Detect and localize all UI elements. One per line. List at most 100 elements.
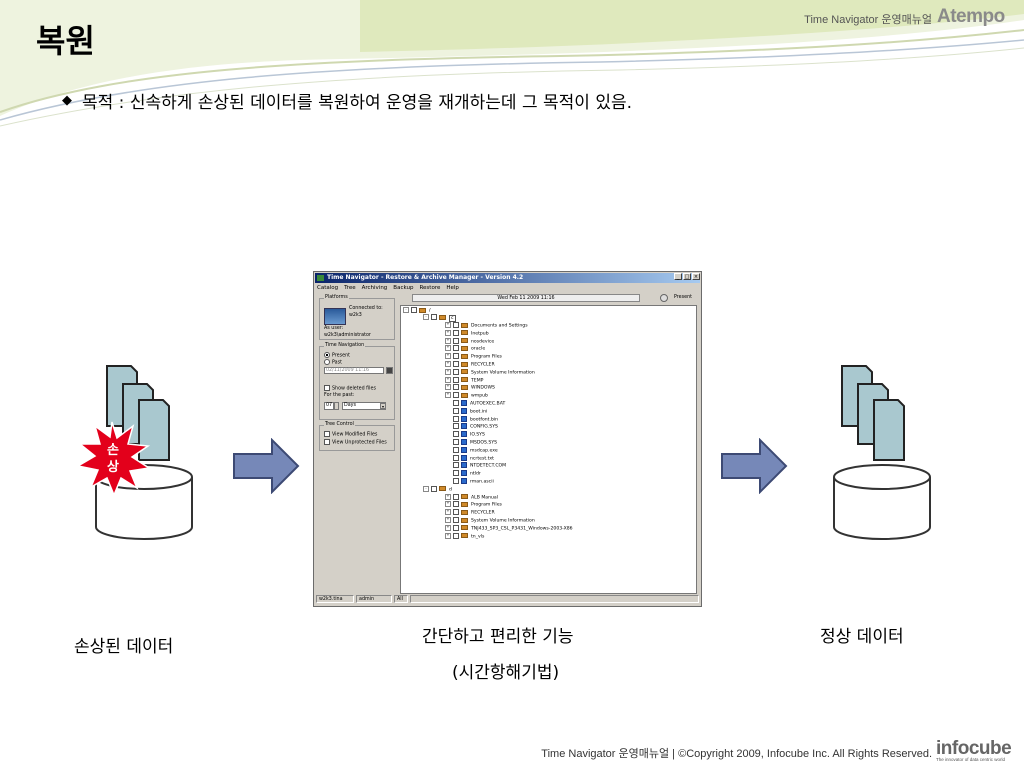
tree-drive-d[interactable]: -d xyxy=(423,485,452,494)
slide-title: 복원 xyxy=(36,22,95,60)
tree-item[interactable]: +RECYCLER xyxy=(445,361,495,368)
diamond-bullet-icon: ◆ xyxy=(62,93,72,108)
past-count-spinner[interactable]: 07 xyxy=(324,402,334,410)
menu-help[interactable]: Help xyxy=(446,285,459,291)
connected-to-label: Connected to: xyxy=(349,306,383,311)
folder-icon xyxy=(461,330,468,336)
feature-caption: 간단하고 편리한 기능 xyxy=(422,627,574,647)
time-navigation-label: Time Navigation xyxy=(324,343,366,348)
maximize-icon[interactable]: □ xyxy=(683,273,691,280)
tree-item[interactable]: +boot.ini xyxy=(445,407,487,416)
tree-item[interactable]: +msdcap.exe xyxy=(445,446,498,455)
status-filter: All xyxy=(394,595,408,603)
folder-icon xyxy=(461,533,468,539)
spinner-arrows-icon[interactable] xyxy=(334,402,339,410)
show-deleted-checkbox[interactable]: Show deleted files xyxy=(324,385,376,393)
tree-item[interactable]: +ntldr xyxy=(445,470,481,478)
chevron-down-icon[interactable]: ▾ xyxy=(380,403,386,409)
tree-item[interactable]: +System Volume Information xyxy=(445,368,535,376)
present-label[interactable]: Present xyxy=(674,295,692,300)
time-navigation-group: Time Navigation Present Past 02/11/2009 … xyxy=(319,343,395,420)
tree-item[interactable]: +CONFIG.SYS xyxy=(445,423,498,431)
file-icon xyxy=(461,470,467,477)
tree-item[interactable]: +Program Files xyxy=(445,501,502,508)
folder-icon xyxy=(461,361,468,367)
right-arrow-icon xyxy=(721,438,788,494)
calendar-icon[interactable] xyxy=(386,367,393,374)
left-control-panel: Platforms Connected to: w2k3 As user: w2… xyxy=(319,294,397,594)
time-navigator-window: Time Navigator - Restore & Archive Manag… xyxy=(313,271,702,607)
folder-icon xyxy=(461,517,468,523)
tree-item[interactable]: +Program Files xyxy=(445,353,502,360)
infocube-logo: infocube xyxy=(936,738,1012,759)
folder-icon xyxy=(461,384,468,390)
right-arrow-icon xyxy=(233,438,300,494)
menu-tree[interactable]: Tree xyxy=(344,285,356,291)
as-user-label: As user: xyxy=(324,326,344,331)
infocube-tagline: The innovator of data centric world xyxy=(936,757,1006,762)
tree-item[interactable]: +Inetpub xyxy=(445,329,489,337)
document-stack-icon xyxy=(841,365,905,461)
tree-item[interactable]: +WINDOWS xyxy=(445,384,495,391)
folder-icon xyxy=(461,345,468,351)
status-host: w2k3.tina xyxy=(316,595,354,603)
tree-item[interactable]: +wmpub xyxy=(445,392,488,399)
tree-control-group: Tree Control View Modified Files View Un… xyxy=(319,422,395,451)
minimize-icon[interactable]: _ xyxy=(674,273,682,280)
menu-catalog[interactable]: Catalog xyxy=(317,285,339,291)
user-name: w2k3\administrator xyxy=(324,333,371,338)
tree-item[interactable]: +Documents and Settings xyxy=(445,322,528,329)
menu-restore[interactable]: Restore xyxy=(419,285,441,291)
tree-item[interactable]: +rman.ascii xyxy=(445,478,494,486)
view-modified-checkbox[interactable]: View Modified Files xyxy=(324,431,377,439)
file-icon xyxy=(461,400,467,406)
tree-item[interactable]: +MSDOS.SYS xyxy=(445,439,497,447)
close-icon[interactable]: × xyxy=(692,273,700,280)
clock-icon[interactable] xyxy=(660,294,668,302)
folder-icon xyxy=(461,338,468,344)
file-icon xyxy=(461,454,467,461)
damaged-data-caption: 손상된 데이터 xyxy=(74,637,174,657)
folder-icon xyxy=(461,525,468,531)
for-the-past-label: For the past: xyxy=(324,393,355,398)
tree-item[interactable]: +bootfont.bin xyxy=(445,415,498,424)
file-icon xyxy=(461,462,467,469)
tree-item[interactable]: +tn_vls xyxy=(445,532,485,540)
platforms-group: Platforms Connected to: w2k3 As user: w2… xyxy=(319,295,395,340)
menu-archiving[interactable]: Archiving xyxy=(361,285,388,291)
past-date-field[interactable]: 02/11/2009 11:16 xyxy=(324,367,384,374)
atempo-logo: Atempo xyxy=(937,6,1005,27)
present-radio[interactable]: Present xyxy=(324,352,350,360)
date-display: Wed Feb 11 2009 11:16 xyxy=(412,294,640,302)
platform-icon[interactable] xyxy=(324,308,346,325)
tree-item[interactable]: +ALB Manual xyxy=(445,493,499,501)
status-bar: w2k3.tina admin All xyxy=(316,595,699,604)
folder-icon xyxy=(461,509,468,515)
tree-item[interactable]: +RECYCLER xyxy=(445,509,495,516)
document-stack-icon xyxy=(106,365,170,461)
platforms-label: Platforms xyxy=(324,295,349,300)
tree-item[interactable]: +nosdevice xyxy=(445,337,495,345)
healthy-data-caption: 정상 데이터 xyxy=(820,627,904,647)
menu-backup[interactable]: Backup xyxy=(393,285,414,291)
tree-root[interactable]: -/ xyxy=(403,307,431,315)
folder-icon xyxy=(461,353,468,359)
date-bar: Wed Feb 11 2009 11:16 Present xyxy=(400,294,700,303)
tree-item[interactable]: +ncrtest.txt xyxy=(445,454,494,463)
tree-item[interactable]: +TNJ433_SP3_CSL_P3431_Windows-2003-X86 xyxy=(445,524,573,532)
tree-item[interactable]: +System Volume Information xyxy=(445,517,535,524)
view-unprotected-checkbox[interactable]: View Unprotected Files xyxy=(324,439,387,447)
past-radio[interactable]: Past xyxy=(324,359,342,367)
damage-burst-icon: 손 상 xyxy=(75,421,152,497)
footer-copyright: Time Navigator 운영매뉴얼 | ©Copyright 2009, … xyxy=(541,748,932,760)
tree-item[interactable]: +TEMP xyxy=(445,376,484,384)
tree-drive-c[interactable]: -c xyxy=(423,314,456,322)
file-tree[interactable]: -/ -c +Documents and Settings+Inetpub+no… xyxy=(400,305,697,594)
tree-item[interactable]: +oracle xyxy=(445,345,486,352)
tree-item[interactable]: +IO.SYS xyxy=(445,431,485,439)
tree-item[interactable]: +AUTOEXEC.BAT xyxy=(445,400,505,408)
file-icon xyxy=(461,478,467,484)
header-decoration xyxy=(0,0,1024,127)
folder-icon xyxy=(461,494,468,500)
tree-item[interactable]: +NTDETECT.COM xyxy=(445,462,506,470)
